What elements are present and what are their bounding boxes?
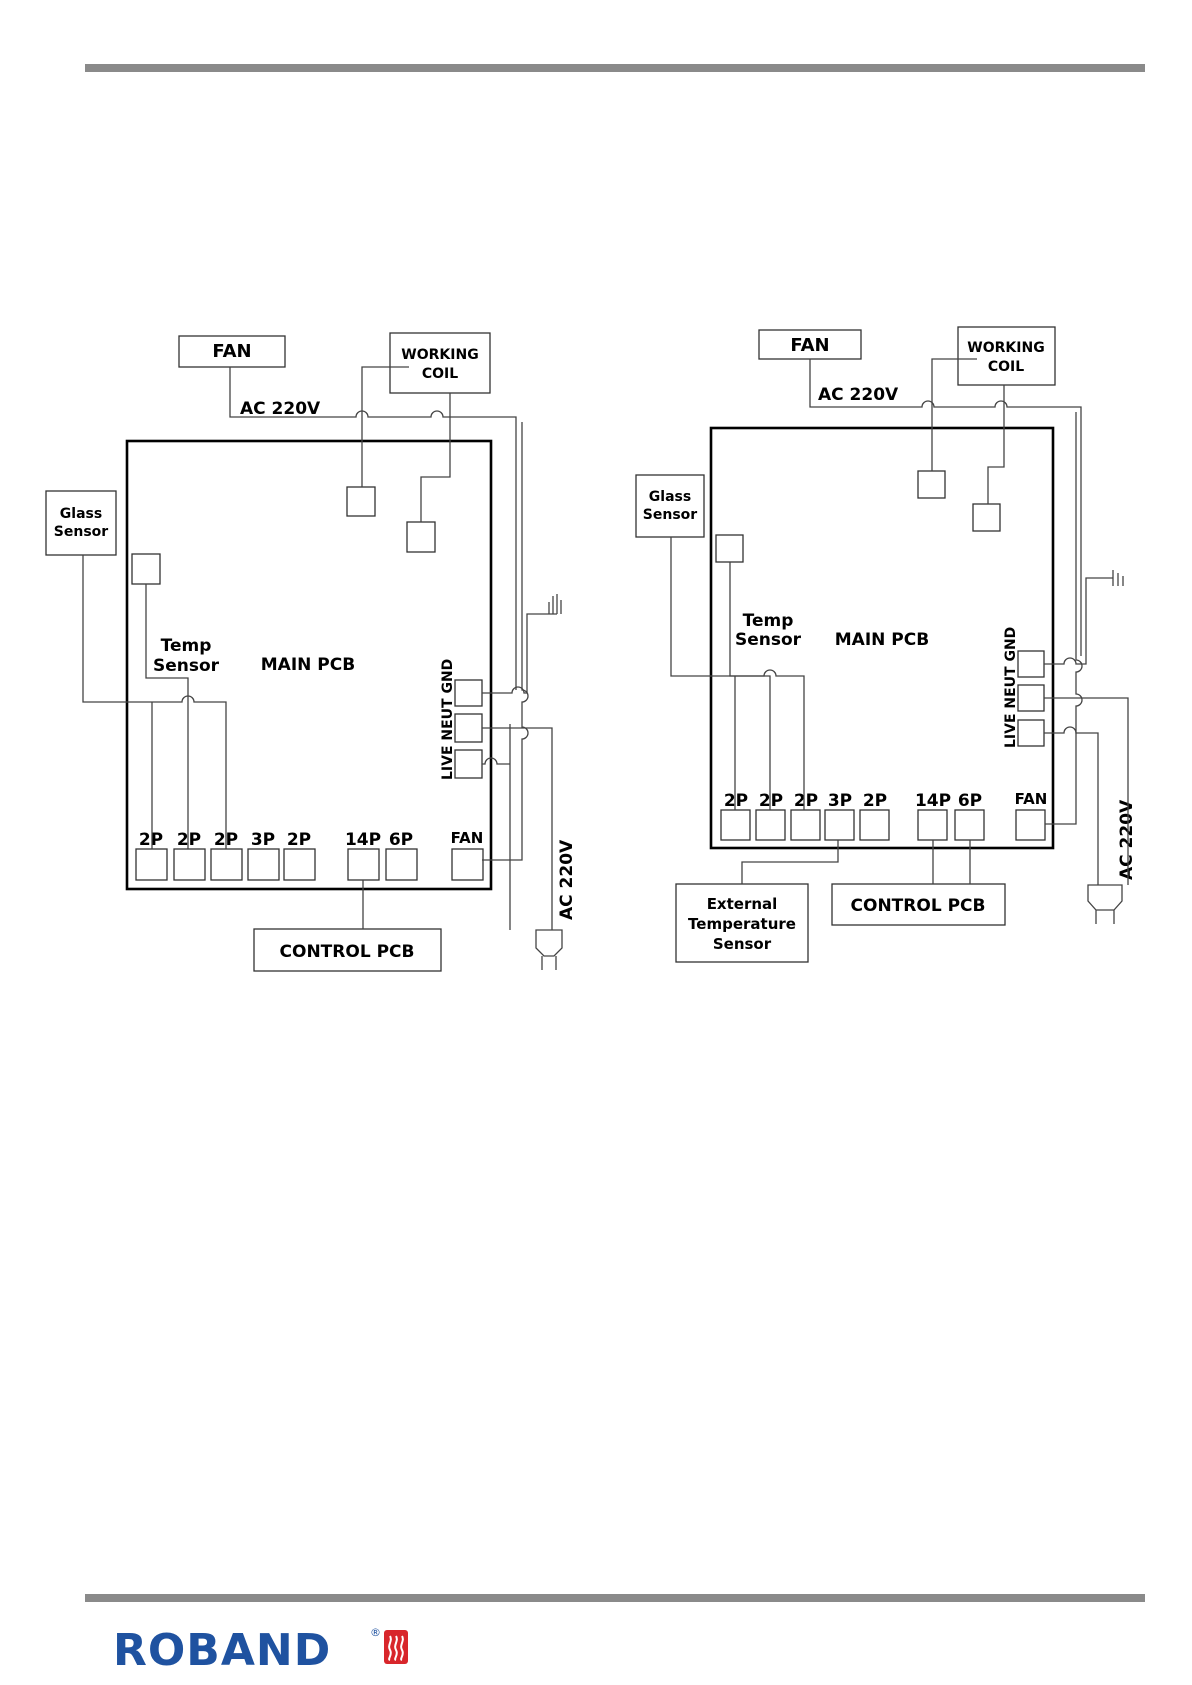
right-neut-terminal	[1018, 685, 1044, 711]
left-glass-sensor-label-2: Sensor	[54, 524, 108, 540]
roband-logo: ROBAND ®	[113, 1625, 408, 1676]
right-fan-label: FAN	[790, 335, 829, 356]
right-neut-wire	[1044, 698, 1128, 885]
left-connector-6p	[386, 849, 417, 880]
right-connector-2p-4	[860, 810, 889, 840]
left-connector-3p	[248, 849, 279, 880]
left-glass-sensor-label-1: Glass	[60, 506, 102, 522]
brand-wordmark: ROBAND	[113, 1625, 331, 1676]
left-temp-sensor-terminal	[132, 554, 160, 584]
left-temp-sensor-label-2: Sensor	[153, 656, 220, 676]
left-control-pcb-label: CONTROL PCB	[280, 942, 415, 962]
right-external-sensor-wire	[742, 840, 838, 884]
left-connector-2p-1	[136, 849, 167, 880]
right-ac-top-label: AC 220V	[818, 385, 899, 405]
left-connector-14p	[348, 849, 379, 880]
left-connector-2p-4	[284, 849, 315, 880]
left-working-coil-box	[390, 333, 490, 393]
left-connector-label-4: 3P	[251, 830, 275, 850]
left-gnd-terminal	[455, 680, 482, 706]
right-ac-plug	[1088, 885, 1122, 924]
right-external-sensor-label-2: Temperature	[688, 915, 796, 933]
right-working-coil-label-1: WORKING	[967, 340, 1044, 356]
right-glass-sensor-label-2: Sensor	[643, 507, 697, 523]
left-ac-plug-label: AC 220V	[557, 839, 577, 920]
left-ac-top-label: AC 220V	[240, 399, 321, 419]
right-connector-14p	[918, 810, 947, 840]
right-temp-sensor-label-2: Sensor	[735, 630, 802, 650]
right-ac-plug-label: AC 220V	[1117, 799, 1137, 880]
left-connector-label-8: FAN	[451, 829, 484, 847]
left-coil-terminal-1	[347, 487, 375, 516]
right-temp-sensor-wire	[730, 562, 770, 810]
left-coil-terminal-2	[407, 522, 435, 552]
left-working-coil-label-2: COIL	[422, 366, 458, 382]
right-gnd-symbol	[1113, 570, 1123, 586]
right-connector-2p-1	[721, 810, 750, 840]
left-connector-label-2: 2P	[177, 830, 201, 850]
right-connector-2p-2	[756, 810, 785, 840]
right-external-sensor-label-3: Sensor	[713, 935, 772, 953]
left-connector-label-6: 14P	[345, 830, 381, 850]
right-connector-label-2: 2P	[759, 791, 783, 811]
right-connector-label-6: 14P	[915, 791, 951, 811]
left-working-coil-label-1: WORKING	[401, 347, 478, 363]
left-gnd-symbol	[549, 596, 561, 614]
right-control-pcb-wire	[933, 840, 970, 884]
right-wiring-diagram: FAN WORKING COIL Glass Sensor MAIN PCB T…	[636, 327, 1137, 962]
right-connector-label-3: 2P	[794, 791, 818, 811]
right-connector-label-8: FAN	[1015, 790, 1048, 808]
right-connector-label-1: 2P	[724, 791, 748, 811]
left-live-terminal	[455, 750, 482, 778]
right-connector-label-5: 2P	[863, 791, 887, 811]
right-connector-3p	[825, 810, 854, 840]
right-glass-sensor-box	[636, 475, 704, 537]
right-connector-6p	[955, 810, 984, 840]
right-control-pcb-label: CONTROL PCB	[851, 896, 986, 916]
right-coil-terminal-1	[918, 471, 945, 498]
left-neut-terminal	[455, 714, 482, 742]
left-connector-fan	[452, 849, 483, 880]
right-glass-sensor-wire	[671, 537, 804, 810]
left-live-wire	[482, 724, 510, 930]
right-connector-label-7: 6P	[958, 791, 982, 811]
left-glass-sensor-box	[46, 491, 116, 555]
right-glass-sensor-label-1: Glass	[649, 489, 691, 505]
right-gnd-wire	[1044, 578, 1113, 664]
left-gnd-wire	[482, 614, 557, 693]
left-coil-wire-2	[421, 393, 450, 522]
right-coil-terminal-2	[973, 504, 1000, 531]
left-temp-sensor-label-1: Temp	[161, 636, 212, 656]
left-connector-label-1: 2P	[139, 830, 163, 850]
left-fan-return-wire	[482, 422, 528, 860]
right-fan-return-wire	[1045, 412, 1082, 824]
left-connector-2p-3	[211, 849, 242, 880]
right-connector-label-4: 3P	[828, 791, 852, 811]
right-temp-sensor-terminal	[716, 535, 743, 562]
right-working-coil-box	[958, 327, 1055, 385]
right-temp-sensor-label-1: Temp	[743, 611, 794, 631]
left-connector-label-5: 2P	[287, 830, 311, 850]
left-ac-plug	[536, 930, 562, 970]
left-connector-label-7: 6P	[389, 830, 413, 850]
left-main-pcb-label: MAIN PCB	[261, 655, 355, 675]
right-connector-fan	[1016, 810, 1045, 840]
footer-rule	[85, 1594, 1145, 1602]
right-external-sensor-label-1: External	[707, 895, 778, 913]
right-main-pcb-label: MAIN PCB	[835, 630, 929, 650]
right-working-coil-label-2: COIL	[988, 359, 1024, 375]
left-wiring-diagram: FAN WORKING COIL Glass Sensor MAIN PCB T…	[46, 333, 577, 971]
right-connector-2p-3	[791, 810, 820, 840]
left-fan-label: FAN	[212, 341, 251, 362]
right-gnd-terminal	[1018, 651, 1044, 677]
left-connector-2p-2	[174, 849, 205, 880]
registered-mark: ®	[370, 1626, 381, 1639]
right-live-terminal	[1018, 720, 1044, 746]
left-glass-sensor-wire	[83, 555, 226, 849]
right-power-terminal-label: LIVE NEUT GND	[1003, 627, 1019, 748]
left-power-terminal-label: LIVE NEUT GND	[440, 659, 456, 780]
